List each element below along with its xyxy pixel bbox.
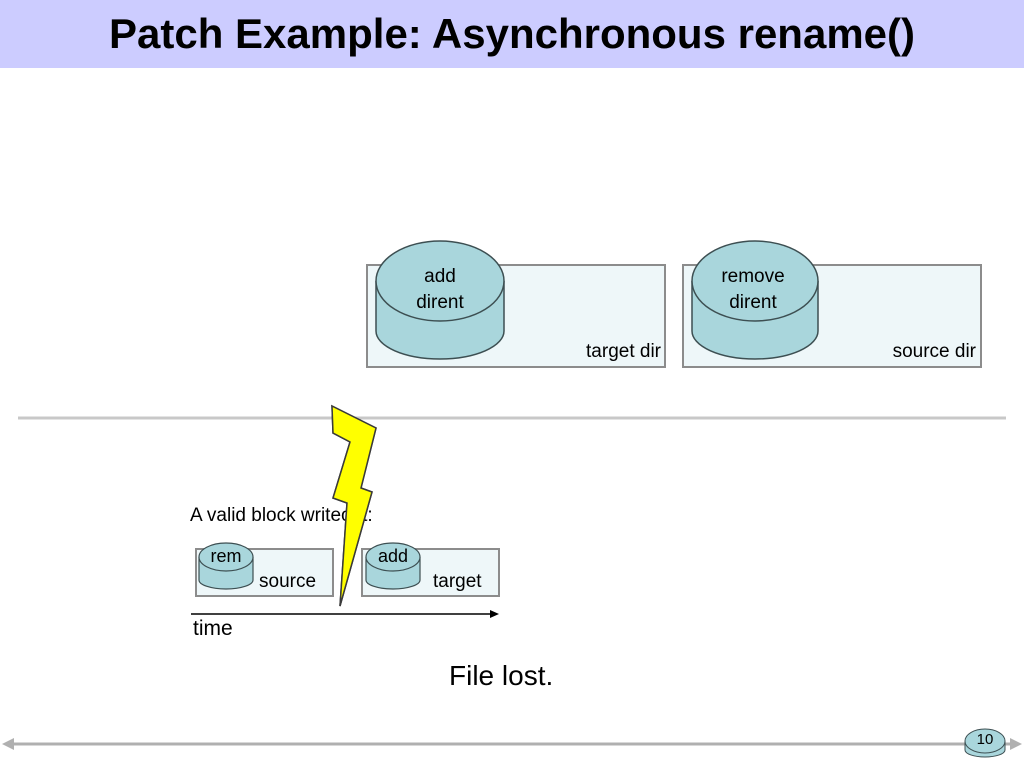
conclusion-text: File lost. — [449, 660, 554, 691]
remove-dirent-line-2: dirent — [729, 292, 777, 313]
writeout-caption: A valid block writeout: — [190, 505, 373, 526]
title-bar — [0, 0, 1024, 68]
rem-patch-cylinder — [198, 542, 254, 590]
page-number: 10 — [976, 731, 994, 748]
target-dir-label: target dir — [586, 341, 661, 362]
footer-line — [2, 738, 1022, 750]
remove-dirent-line-1: remove — [721, 266, 785, 287]
add-dirent-line-1: add — [424, 266, 456, 287]
remove-dirent-label: remove dirent — [703, 264, 803, 316]
add-dirent-label: add dirent — [398, 264, 482, 316]
remove-dirent-patch-cylinder — [691, 240, 819, 360]
time-arrow — [191, 610, 499, 618]
source-block-label: source — [259, 571, 317, 592]
rem-patch-label: rem — [210, 546, 242, 566]
add-dirent-line-2: dirent — [416, 292, 464, 313]
add-dirent-patch-cylinder — [375, 240, 505, 360]
source-dir-label: source dir — [892, 341, 976, 362]
target-block-label: target — [433, 571, 482, 592]
page-number-badge — [964, 728, 1006, 758]
add-patch-label: add — [377, 546, 409, 566]
slide-title: Patch Example: Asynchronous rename() — [109, 10, 915, 57]
time-label: time — [193, 617, 233, 640]
